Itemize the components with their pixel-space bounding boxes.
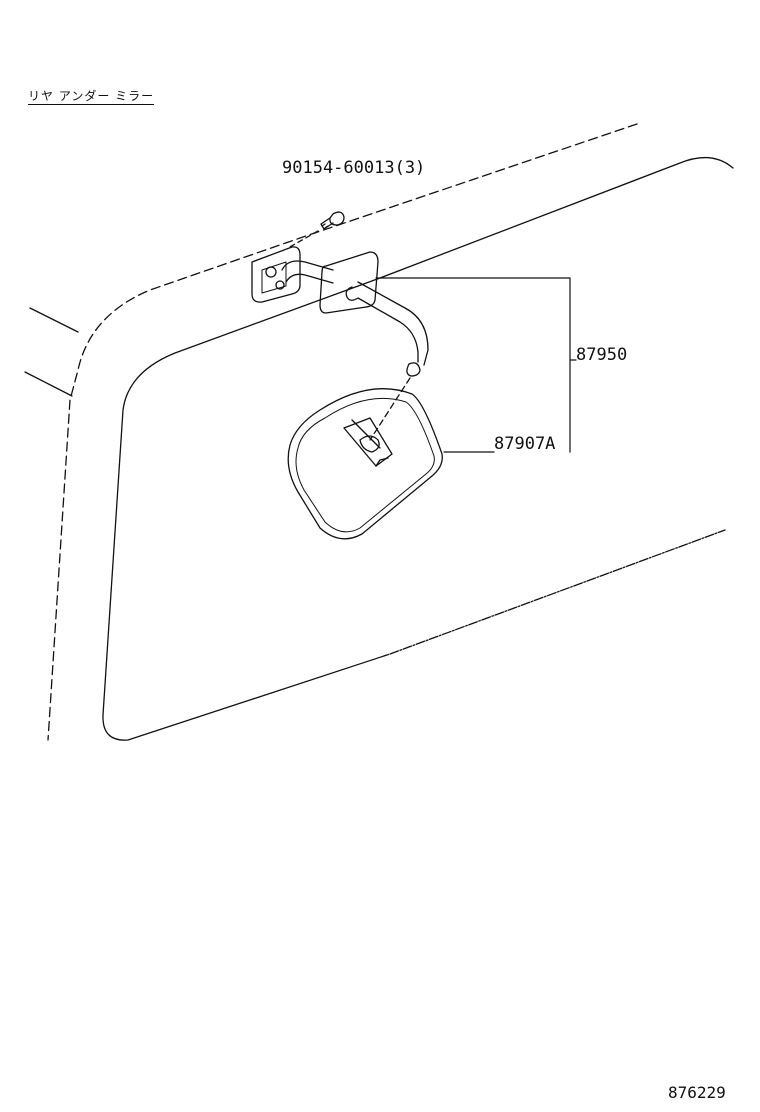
part-number-mirror[interactable]: 87907A (494, 434, 556, 454)
part-number-mirror-assembly[interactable]: 87950 (576, 345, 628, 365)
callout-lines (375, 277, 577, 453)
body-outline-dashed (47, 123, 638, 741)
window-glass-outline (102, 156, 734, 741)
body-side-line-upper (29, 307, 79, 333)
part-number-screw[interactable]: 90154-60013(3) (282, 158, 426, 178)
mirror-head (287, 388, 443, 540)
screw-icon (287, 211, 345, 249)
diagram-title: リヤ アンダー ミラー (28, 89, 155, 105)
mirror-stay (281, 251, 429, 441)
mount-plate (251, 246, 301, 303)
body-side-line-lower (24, 371, 73, 397)
diagram-code: 876229 (668, 1083, 726, 1102)
